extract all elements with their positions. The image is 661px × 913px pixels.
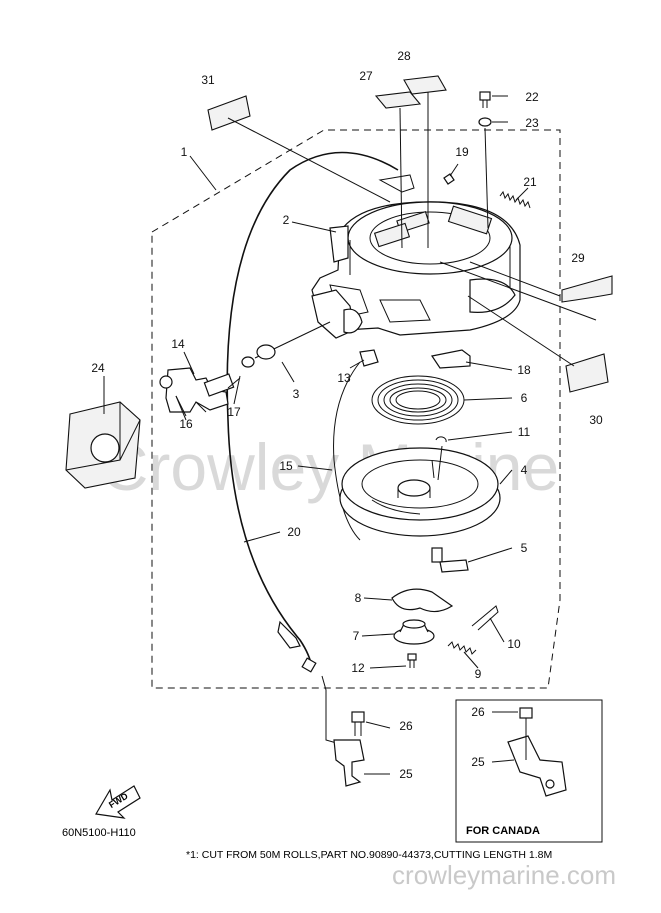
callout-21: 21 — [523, 175, 537, 189]
part-6-spiral-spring — [371, 375, 465, 425]
decal-28 — [403, 75, 447, 95]
part-21-spring — [499, 190, 531, 209]
callout-2: 2 — [283, 213, 290, 227]
decal-27 — [374, 91, 422, 109]
callout-labels: 1 2 3 4 5 6 7 8 9 10 11 12 13 14 15 16 1… — [91, 49, 603, 781]
decal-30 — [565, 353, 609, 393]
fwd-arrow-icon: FWD — [95, 785, 141, 819]
callout-8: 8 — [355, 591, 362, 605]
callout-6: 6 — [521, 391, 528, 405]
bolt-26 — [351, 711, 365, 736]
leader-lines — [103, 92, 597, 669]
figure-code: 60N5100-H110 — [62, 827, 136, 839]
cable-15 — [333, 361, 361, 541]
part-19-clip — [443, 173, 455, 185]
callout-14: 14 — [171, 337, 185, 351]
watermark-footer: crowleymarine.com — [392, 860, 616, 890]
callout-18: 18 — [517, 363, 531, 377]
bracket-25 — [321, 675, 365, 787]
starter-housing — [311, 201, 521, 336]
callout-5: 5 — [521, 541, 528, 555]
callout-24: 24 — [91, 361, 105, 375]
part-23-washer — [478, 117, 492, 127]
callout-16: 16 — [179, 417, 193, 431]
part-8-plate — [391, 588, 454, 613]
part-10-link — [471, 605, 499, 631]
callout-13: 13 — [337, 371, 351, 385]
footnote: *1: CUT FROM 50M ROLLS,PART NO.90890-443… — [186, 849, 552, 861]
decal-31 — [207, 95, 251, 131]
callout-9: 9 — [475, 667, 482, 681]
inset-label: FOR CANADA — [466, 825, 540, 837]
inset-bracket-25 — [507, 735, 567, 797]
part-11-clip — [435, 436, 447, 443]
part-24-grommet — [65, 401, 141, 489]
callout-inset-25: 25 — [471, 755, 485, 769]
callout-inset-26: 26 — [471, 705, 485, 719]
part-12-bolt — [407, 653, 417, 668]
callout-15: 15 — [279, 459, 293, 473]
inset-box — [455, 699, 603, 843]
callout-26: 26 — [399, 719, 413, 733]
bracket-14 — [159, 367, 235, 421]
callout-28: 28 — [397, 49, 411, 63]
part-22-screw — [479, 91, 491, 108]
part-5-pawl — [431, 547, 469, 573]
assembly-boundary — [151, 129, 561, 689]
part-7-cap — [393, 619, 435, 645]
callout-19: 19 — [455, 145, 469, 159]
callout-3: 3 — [293, 387, 300, 401]
callout-25: 25 — [399, 767, 413, 781]
callout-11: 11 — [518, 425, 531, 439]
callout-29: 29 — [571, 251, 585, 265]
part-18-lever — [431, 349, 471, 369]
callout-17: 17 — [227, 405, 241, 419]
callout-30: 30 — [589, 413, 603, 427]
callout-12: 12 — [351, 661, 365, 675]
callout-7: 7 — [353, 629, 360, 643]
callout-10: 10 — [507, 637, 521, 651]
part-9-spring — [447, 641, 477, 655]
callout-4: 4 — [521, 463, 528, 477]
callout-23: 23 — [525, 116, 539, 130]
callout-1: 1 — [181, 145, 188, 159]
part-4-pulley — [339, 447, 501, 537]
callout-31: 31 — [201, 73, 215, 87]
inset-bolt-26 — [519, 707, 533, 760]
callout-22: 22 — [525, 90, 539, 104]
decal-29 — [561, 275, 613, 303]
callout-27: 27 — [359, 69, 373, 83]
callout-20: 20 — [287, 525, 301, 539]
